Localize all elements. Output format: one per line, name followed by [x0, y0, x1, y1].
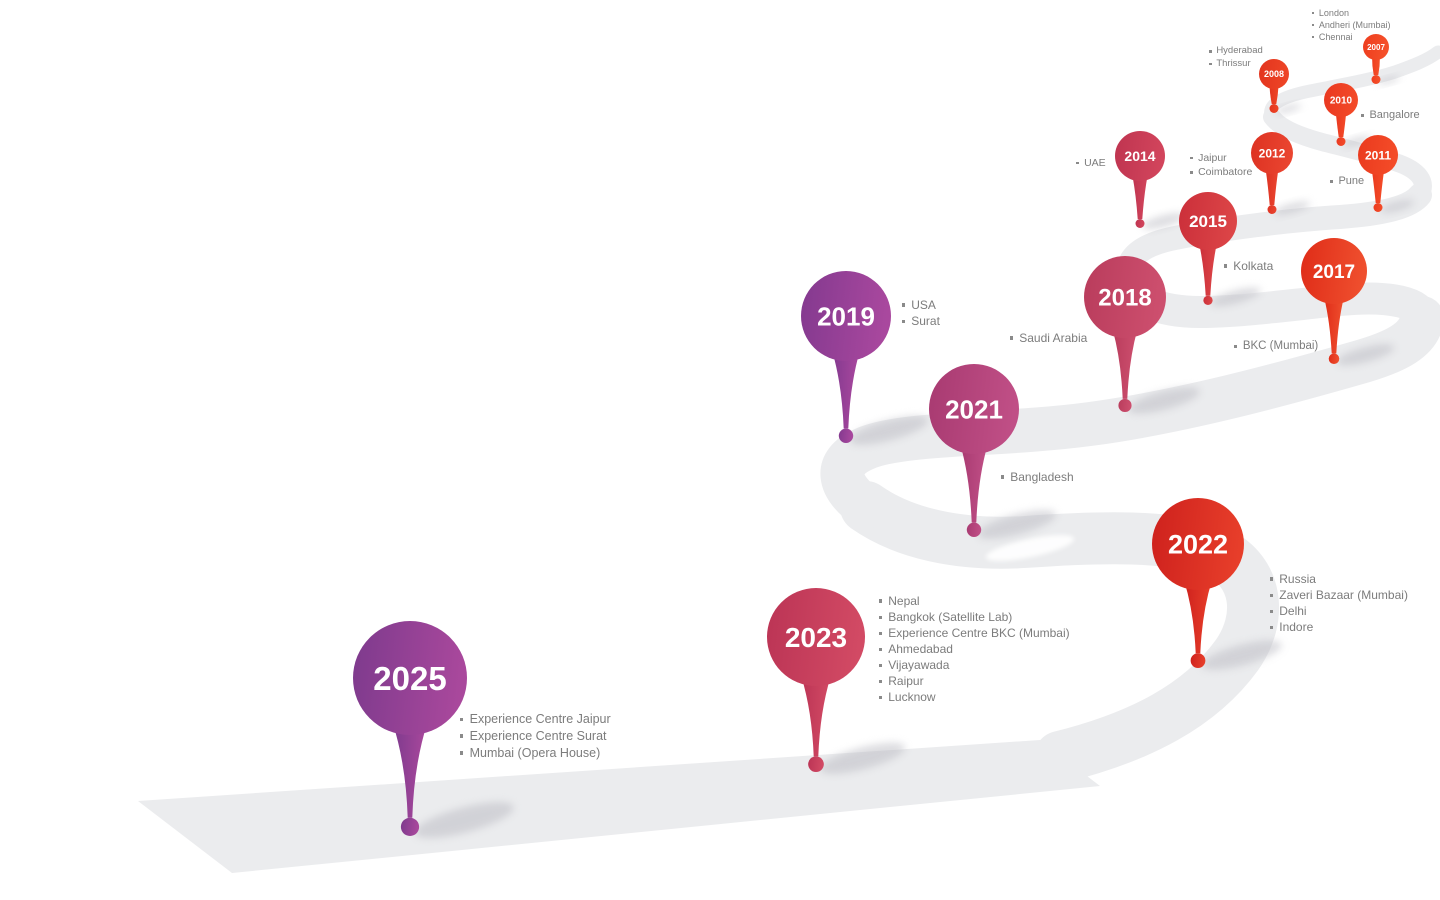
milestone-pin-2008: 2008: [1259, 59, 1289, 113]
pin-balloon: [767, 588, 865, 686]
pin-droplet: [1267, 205, 1277, 214]
road: [138, 45, 1440, 873]
pin-stem: [1372, 57, 1380, 75]
pin-shadow-2023: [819, 742, 906, 774]
pin-shadow-2010: [1342, 135, 1372, 147]
pin-year-2010: 2010: [1330, 96, 1353, 107]
pin-stem: [960, 445, 988, 523]
milestone-pin-2011: 2011: [1358, 135, 1398, 212]
pin-droplet: [1118, 398, 1132, 412]
pin-stem: [801, 676, 831, 757]
milestone-pin-2023: 2023: [767, 588, 865, 772]
pin-balloon: [1363, 34, 1389, 60]
pin-year-2008: 2008: [1264, 69, 1284, 79]
pin-droplet: [1371, 75, 1381, 84]
pin-balloon: [1179, 192, 1237, 250]
pin-droplet: [1203, 295, 1213, 305]
pin-year-2019: 2019: [817, 301, 875, 331]
pin-shadow-2011: [1379, 200, 1415, 213]
road-sheen: [1331, 109, 1389, 131]
pin-year-2021: 2021: [945, 394, 1003, 424]
milestone-pin-2025: 2025: [353, 621, 467, 836]
pin-shadow-2021: [977, 510, 1056, 539]
pin-shadow-2017: [1336, 344, 1395, 366]
pin-droplet: [1373, 203, 1383, 212]
milestone-pin-2018: 2018: [1084, 256, 1166, 412]
pin-balloon: [1324, 83, 1358, 117]
pin-balloon: [1301, 238, 1367, 304]
milestone-pin-2014: 2014: [1115, 131, 1165, 228]
pin-balloon: [353, 621, 467, 735]
road-curve-6: [1264, 45, 1440, 124]
road-sheen: [985, 535, 1075, 561]
pin-stem: [1184, 580, 1212, 654]
pin-shadow-2012: [1273, 201, 1311, 215]
pin-balloon: [1259, 59, 1289, 89]
road-sheen: [448, 729, 546, 759]
pin-year-2025: 2025: [373, 660, 446, 697]
pin-balloon: [1084, 256, 1166, 338]
pin-shadows: [414, 76, 1415, 839]
pin-shadow-2025: [414, 802, 514, 839]
road-curve-5: [1263, 108, 1432, 204]
pin-year-2015: 2015: [1189, 212, 1227, 231]
milestone-pin-2019: 2019: [801, 271, 891, 443]
road-highlights: [448, 109, 1389, 759]
pin-stem: [1199, 244, 1217, 296]
pin-shadow-2007: [1377, 76, 1400, 85]
milestone-pin-2022: 2022: [1152, 498, 1244, 668]
pin-stem: [1265, 169, 1279, 205]
pin-stem: [392, 723, 428, 818]
pin-shadow-2022: [1201, 640, 1282, 670]
pin-shadow-2014: [1141, 213, 1186, 229]
milestone-pin-2015: 2015: [1179, 192, 1237, 305]
milestone-pins: 2007 2008 2010 2011 2012 2014 2015 2017 2018 2019…: [353, 34, 1398, 836]
milestone-pin-2021: 2021: [929, 364, 1019, 537]
road-base-segment: [138, 740, 1100, 873]
pin-balloon: [1152, 498, 1244, 590]
pin-year-2011: 2011: [1365, 148, 1391, 162]
pin-year-2018: 2018: [1098, 285, 1151, 312]
pin-stem: [832, 352, 860, 429]
milestone-pin-2007: 2007: [1363, 34, 1389, 84]
pin-droplet: [400, 817, 420, 836]
pin-droplet: [808, 756, 824, 772]
pin-droplet: [966, 522, 982, 537]
pin-droplet: [838, 428, 854, 443]
pin-stem: [1132, 176, 1148, 219]
pin-shadow-2018: [1128, 387, 1200, 414]
pin-stem: [1372, 171, 1384, 203]
pin-stem: [1112, 329, 1138, 399]
pin-balloon: [1358, 135, 1398, 175]
pin-droplet: [1328, 353, 1340, 364]
road-sheen: [1132, 353, 1194, 377]
pin-year-2014: 2014: [1124, 148, 1155, 164]
pin-droplet: [1269, 104, 1279, 113]
pin-year-2022: 2022: [1168, 530, 1228, 560]
pin-droplet: [1190, 653, 1206, 668]
pin-stem: [1324, 297, 1344, 354]
road-sheen: [856, 707, 944, 737]
pin-stem: [1335, 113, 1347, 137]
pin-shadow-2015: [1210, 287, 1261, 307]
pin-year-2012: 2012: [1259, 146, 1286, 160]
pin-year-2023: 2023: [785, 622, 847, 653]
pin-balloon: [801, 271, 891, 361]
pin-droplet: [1135, 219, 1145, 228]
milestone-pin-2010: 2010: [1324, 83, 1358, 146]
pin-balloon: [1115, 131, 1165, 181]
pin-droplet: [1336, 137, 1346, 146]
pin-year-2017: 2017: [1313, 262, 1355, 283]
pin-shadow-2008: [1275, 104, 1302, 114]
milestone-pin-2017: 2017: [1301, 238, 1367, 364]
pin-balloon: [1251, 132, 1293, 174]
pin-balloon: [929, 364, 1019, 454]
pin-stem: [1269, 86, 1279, 104]
milestone-pin-2012: 2012: [1251, 132, 1293, 214]
pin-year-2007: 2007: [1367, 43, 1385, 52]
pin-shadow-2019: [849, 416, 928, 445]
